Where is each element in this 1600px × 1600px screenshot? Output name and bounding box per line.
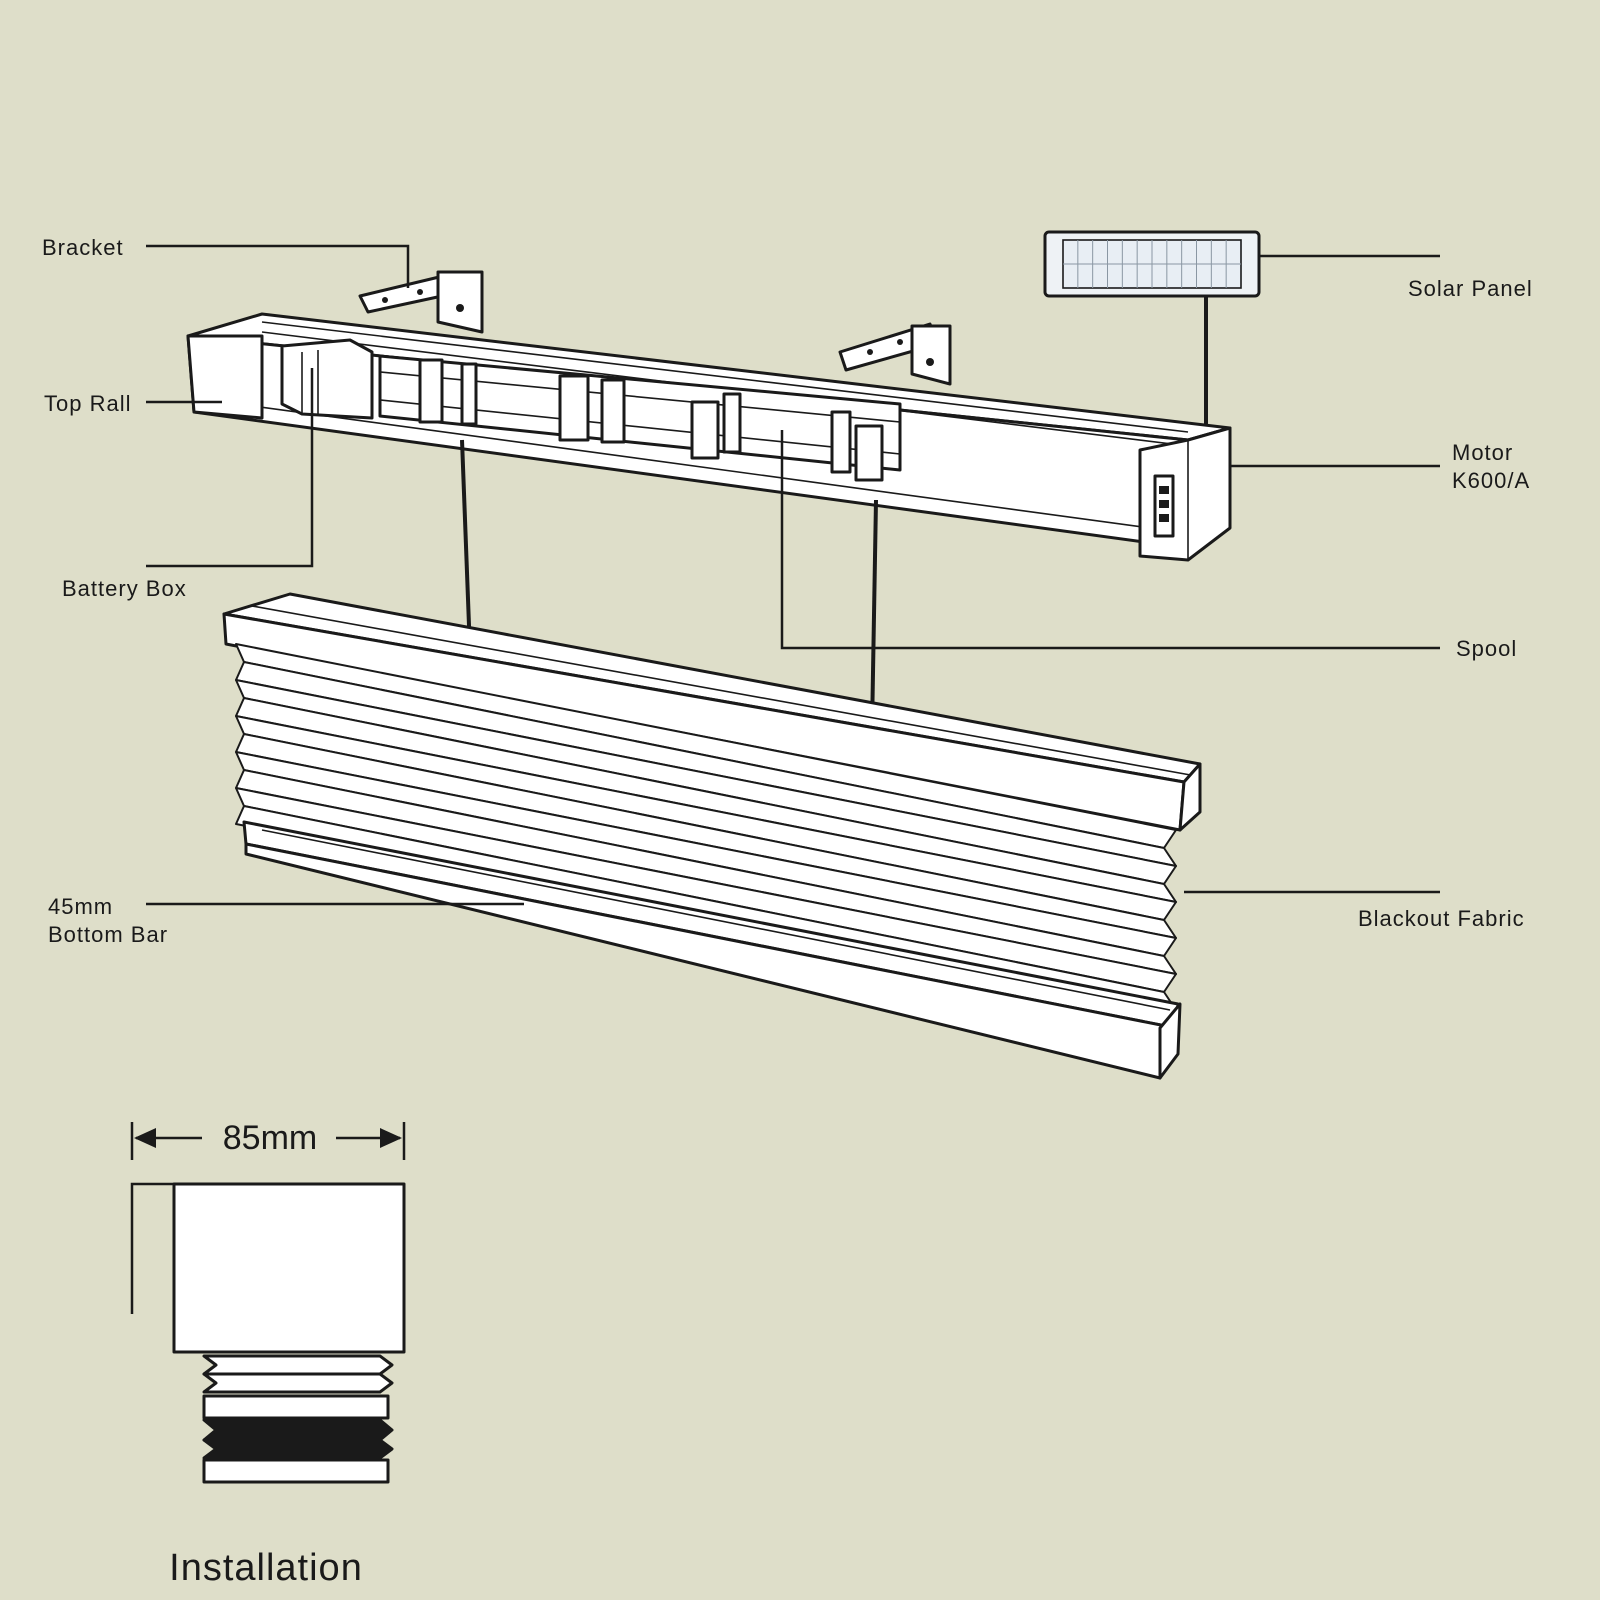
section-pleat — [202, 1372, 394, 1394]
installation-detail: 85mm Installation — [130, 1119, 406, 1589]
section-pleat — [202, 1354, 394, 1376]
solar-panel — [1043, 230, 1261, 426]
section-pleat — [202, 1438, 394, 1460]
installation-width-label: 85mm — [223, 1119, 317, 1157]
installation-pleats — [202, 1354, 394, 1460]
bracket-left — [358, 270, 484, 334]
fabric-headrail — [222, 592, 1202, 832]
motor-k600a — [1138, 426, 1232, 562]
label-motor-model: K600/A — [1452, 468, 1530, 493]
battery-box — [280, 338, 374, 420]
solar-cells — [1063, 240, 1241, 288]
label-motor: Motor — [1452, 440, 1513, 465]
label-top-rail: Top Rall — [44, 391, 131, 416]
top-rail — [186, 312, 1232, 562]
label-solar-panel: Solar Panel — [1408, 276, 1533, 301]
section-pleat — [202, 1418, 394, 1442]
label-bottom-bar: Bottom Bar — [48, 922, 168, 947]
bracket-right — [838, 322, 952, 386]
label-battery-box: Battery Box — [62, 576, 187, 601]
label-blackout-fabric: Blackout Fabric — [1358, 906, 1525, 931]
label-bottom-bar-size: 45mm — [48, 894, 113, 919]
label-spool: Spool — [1456, 636, 1517, 661]
leader-lines — [146, 244, 1440, 906]
installation-caption: Installation — [169, 1547, 363, 1589]
lift-cord-left — [460, 439, 472, 653]
label-bracket: Bracket — [42, 235, 124, 260]
lift-cord-right — [870, 499, 878, 731]
bottom-bar — [242, 820, 1182, 1080]
motor-tube — [378, 354, 902, 482]
